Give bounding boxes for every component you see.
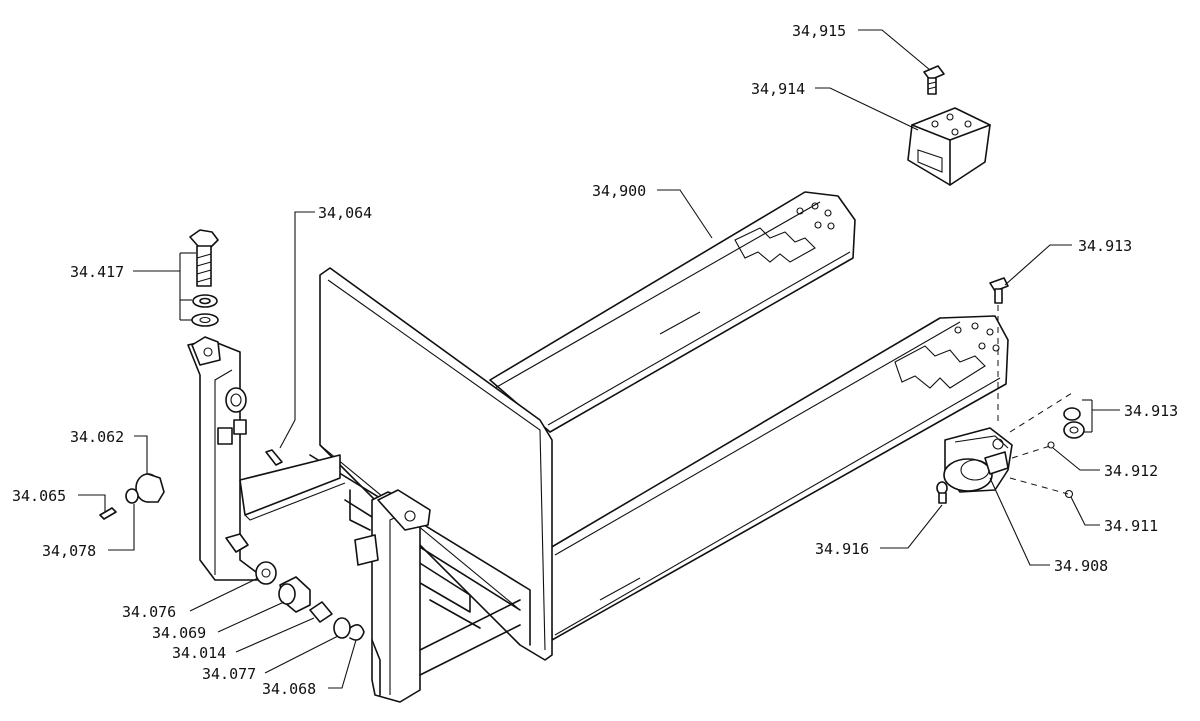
label-34-076: 34.076 (122, 603, 176, 621)
washer-34-076 (255, 561, 277, 585)
screw-34-915 (923, 65, 945, 95)
parts (99, 65, 1085, 641)
screw-34-913-upper (989, 277, 1009, 304)
label-34-908: 34.908 (1054, 557, 1108, 575)
washer-34-077 (333, 617, 351, 639)
sleeve-34-014 (309, 601, 333, 623)
label-34-062: 34.062 (70, 428, 124, 446)
bolt-34-417 (189, 229, 219, 327)
label-34-068: 34.068 (262, 680, 316, 698)
roller-34-062 (99, 473, 165, 520)
label-34-916: 34.916 (815, 540, 869, 558)
label-34-078: 34,078 (42, 542, 96, 560)
bushing-34-069 (278, 576, 311, 613)
washer-34-911 (1064, 489, 1074, 499)
label-34-069: 34.069 (152, 624, 206, 642)
label-34-064: 34,064 (318, 204, 372, 222)
washer-34-912 (1047, 441, 1055, 449)
label-34-900: 34,900 (592, 182, 646, 200)
pin-34-064 (265, 449, 283, 466)
nipple-34-916 (936, 481, 948, 504)
label-34-014: 34.014 (172, 644, 226, 662)
fork-frame (187, 191, 1009, 703)
label-34-913-lower: 34.913 (1124, 402, 1178, 420)
callout-labels: 34,915 34,914 34,900 34,064 34.913 34.41… (12, 22, 1178, 698)
clip-34-068 (349, 624, 365, 641)
nuts-34-913-lower (1063, 407, 1085, 439)
label-34-915: 34,915 (792, 22, 846, 40)
wheel-assembly-34-908 (943, 427, 1013, 493)
label-34-912: 34.912 (1104, 462, 1158, 480)
leader-lines (78, 29, 1120, 689)
label-34-077: 34.077 (202, 665, 256, 683)
label-34-914: 34,914 (751, 80, 805, 98)
label-34-911: 34.911 (1104, 517, 1158, 535)
label-34-913-upper: 34.913 (1078, 237, 1132, 255)
label-34-065: 34.065 (12, 487, 66, 505)
label-34-417: 34.417 (70, 263, 124, 281)
block-34-914 (907, 107, 991, 186)
